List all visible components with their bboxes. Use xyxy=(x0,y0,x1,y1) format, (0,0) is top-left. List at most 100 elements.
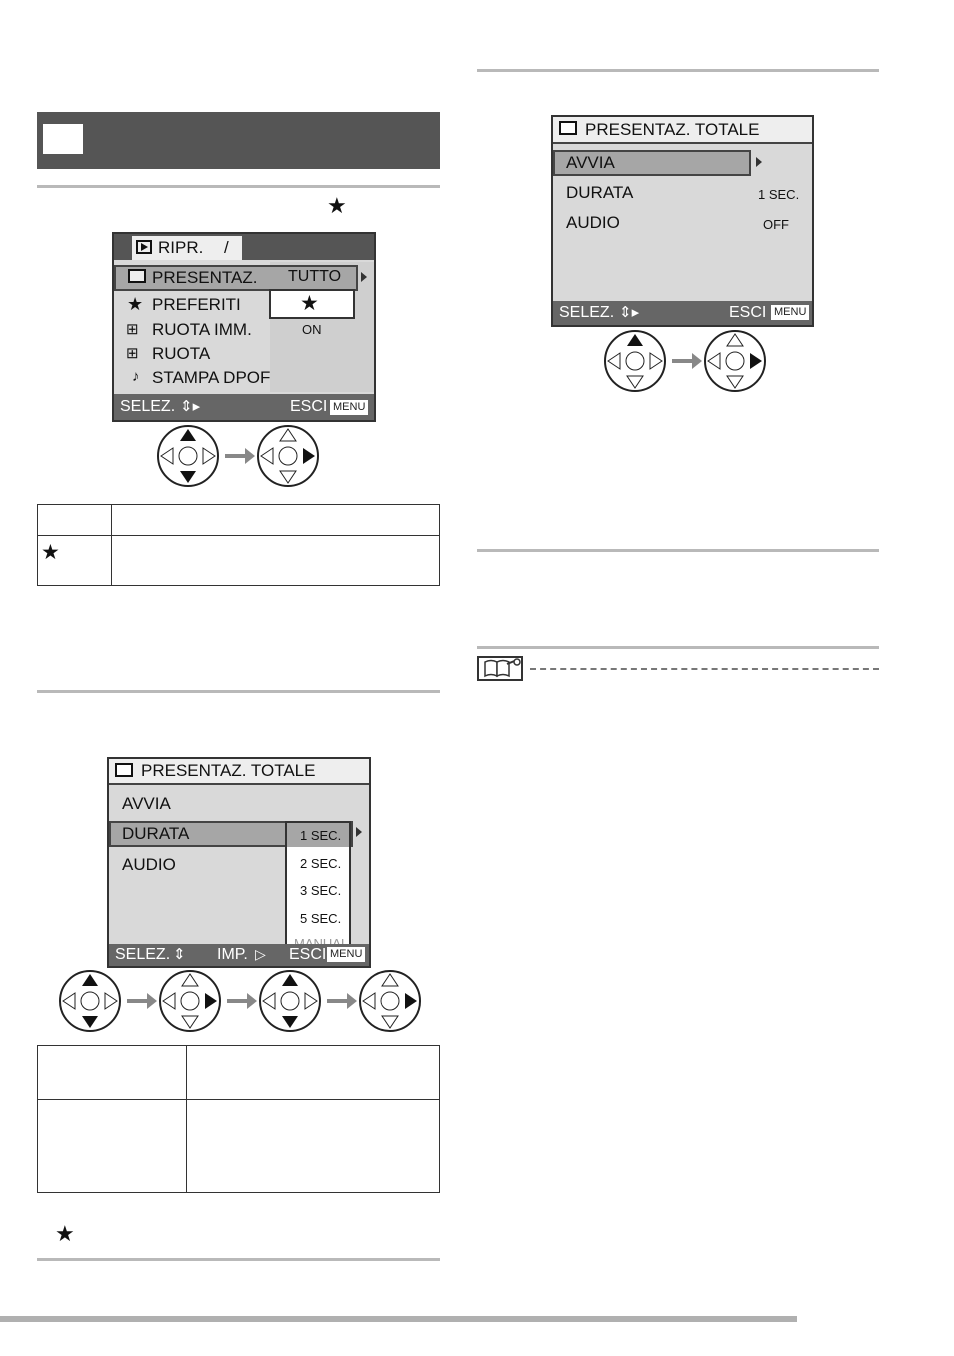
cursor-pad-right-icon xyxy=(159,970,221,1032)
row-audio[interactable]: AUDIO xyxy=(122,855,176,874)
cursor-pad-sequence-3 xyxy=(604,330,766,392)
footer-select-label: SELEZ. xyxy=(559,304,615,321)
header-star-icon: ★ xyxy=(327,194,347,219)
menu-item-ruota-imm[interactable]: RUOTA IMM. xyxy=(152,320,252,339)
right-pointer-icon xyxy=(361,272,367,282)
lcd-title: PRESENTAZ. TOTALE xyxy=(585,120,760,139)
lcd-slideshow-start: PRESENTAZ. TOTALE AVVIA DURATA 1 SEC. AU… xyxy=(551,115,814,327)
row-avvia[interactable]: AVVIA xyxy=(122,794,171,813)
duration-dropdown[interactable]: 1 SEC. 2 SEC. 3 SEC. 5 SEC. MANUAL xyxy=(285,821,351,955)
duration-option-2[interactable]: 2 SEC. xyxy=(300,856,342,871)
table2-cell xyxy=(186,1099,440,1193)
print-icon: ♪ xyxy=(132,368,140,385)
option-star-selected[interactable]: ★ xyxy=(269,289,355,319)
duration-option-1[interactable]: 1 SEC. xyxy=(300,828,342,843)
arrow-right-icon xyxy=(227,993,257,1009)
footer-select-label: SELEZ. xyxy=(115,946,171,963)
note-divider xyxy=(477,646,879,649)
duration-selected-bg xyxy=(287,823,349,847)
cursor-pad-up-down-icon xyxy=(59,970,121,1032)
footer-exit-label: ESCI xyxy=(289,946,327,963)
table1-cell xyxy=(111,535,440,586)
star-icon: ★ xyxy=(127,294,144,314)
menu-item-preferiti[interactable]: PREFERITI xyxy=(152,295,241,314)
lcd-footer: SELEZ. ⇕▸ ESCI MENU xyxy=(114,394,374,420)
table1-star-cell: ★ xyxy=(37,535,112,586)
arrow-right-icon xyxy=(225,448,255,464)
table2-cell xyxy=(37,1099,187,1193)
cursor-pad-up-down-icon xyxy=(157,425,219,487)
note-dashed-line xyxy=(530,668,879,670)
step-divider xyxy=(37,185,440,188)
slideshow-icon xyxy=(115,763,133,777)
right-pointer-icon xyxy=(356,827,362,837)
tab-playback[interactable]: RIPR. / xyxy=(132,236,242,260)
cursor-pad-right-icon xyxy=(359,970,421,1032)
arrow-right-icon xyxy=(672,353,702,369)
option-on[interactable]: ON xyxy=(302,322,322,337)
row-avvia: AVVIA xyxy=(566,153,615,172)
row-durata-value: 1 SEC. xyxy=(758,187,800,202)
arrow-right-icon xyxy=(127,993,157,1009)
menu-row-presentaz[interactable] xyxy=(114,265,358,291)
section-header-bar xyxy=(37,112,440,169)
option-star-label: ★ xyxy=(300,291,319,315)
right-outline-arrow-icon: ▷ xyxy=(255,946,266,962)
footer-set-label: IMP. xyxy=(217,946,248,963)
row-avvia-highlight[interactable] xyxy=(553,150,751,176)
tab-separator: / xyxy=(224,238,229,257)
menu-item-stampa-dpof[interactable]: STAMPA DPOF xyxy=(152,368,271,387)
row-durata[interactable]: DURATA xyxy=(566,183,634,202)
duration-option-3[interactable]: 3 SEC. xyxy=(300,883,342,898)
right-pointer-icon xyxy=(756,157,762,167)
lcd-title-bar: PRESENTAZ. TOTALE xyxy=(109,759,369,785)
star-icon: ★ xyxy=(41,540,60,564)
lcd-footer: SELEZ. ⇕▸ ESCI MENU xyxy=(553,301,812,325)
arrow-right-icon xyxy=(327,993,357,1009)
menu-item-ruota[interactable]: RUOTA xyxy=(152,344,211,363)
cursor-pad-right-icon xyxy=(704,330,766,392)
row-audio-value: OFF xyxy=(763,217,789,232)
lcd-playback-menu: RIPR. / PRESENTAZ. ★ PREFERITI ⊞ RUOTA I… xyxy=(112,232,376,422)
updown-arrows-icon: ⇕ xyxy=(173,946,186,963)
section-number-box xyxy=(43,124,83,154)
cursor-pad-up-icon xyxy=(604,330,666,392)
play-icon xyxy=(136,240,152,254)
menu-button-badge: MENU xyxy=(327,947,366,962)
cursor-pad-sequence-1 xyxy=(157,425,319,487)
page-bottom-bar xyxy=(0,1316,797,1322)
table2-cell xyxy=(186,1045,440,1100)
step-divider xyxy=(37,1258,440,1261)
row-durata: DURATA xyxy=(122,824,190,843)
table2-cell xyxy=(37,1045,187,1100)
slideshow-icon xyxy=(559,121,577,135)
cursor-pad-up-down-icon xyxy=(259,970,321,1032)
step-divider xyxy=(477,69,879,72)
rotate-icon: ⊞ xyxy=(126,345,139,362)
lcd-slideshow-duration: PRESENTAZ. TOTALE AVVIA DURATA AUDIO 1 S… xyxy=(107,757,371,968)
step-divider xyxy=(477,549,879,552)
row-divider xyxy=(109,845,285,847)
lcd-title: PRESENTAZ. TOTALE xyxy=(141,761,316,780)
note-book-icon xyxy=(477,656,523,681)
menu-item-presentaz: PRESENTAZ. xyxy=(152,268,258,287)
updown-arrows-icon: ⇕▸ xyxy=(619,304,640,321)
footnote-star-icon: ★ xyxy=(55,1222,75,1247)
duration-option-5[interactable]: 5 SEC. xyxy=(300,911,342,926)
row-audio[interactable]: AUDIO xyxy=(566,213,620,232)
updown-arrows-icon: ⇕▸ xyxy=(180,398,201,415)
tab-label: RIPR. xyxy=(158,238,204,257)
rotate-display-icon: ⊞ xyxy=(126,321,139,338)
menu-button-badge: MENU xyxy=(330,400,369,415)
lcd-footer: SELEZ. ⇕ IMP. ▷ ESCI MENU xyxy=(109,944,369,966)
table1-cell xyxy=(37,504,112,536)
slideshow-icon xyxy=(128,269,146,283)
options-table-1: ★ xyxy=(37,504,440,586)
lcd-title-bar: PRESENTAZ. TOTALE xyxy=(553,117,812,144)
footer-select-label: SELEZ. xyxy=(120,398,176,415)
option-tutto[interactable]: TUTTO xyxy=(288,268,342,285)
menu-button-badge: MENU xyxy=(771,305,810,320)
footer-exit-label: ESCI xyxy=(290,398,328,415)
cursor-pad-sequence-2 xyxy=(59,970,421,1032)
table1-cell xyxy=(111,504,440,536)
